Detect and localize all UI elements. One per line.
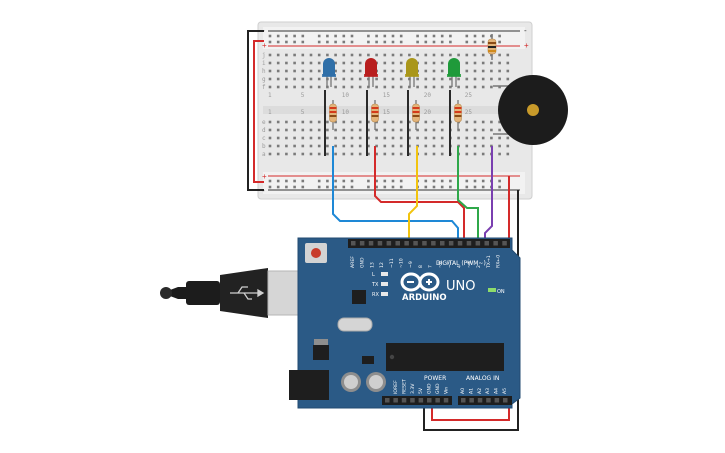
- row-letter: e: [262, 119, 266, 126]
- voltage-regulator: [313, 345, 329, 360]
- pin-label: AREF: [350, 256, 356, 268]
- pin-label: A3: [485, 388, 491, 394]
- row-letter: b: [262, 143, 266, 150]
- resistor: [412, 100, 420, 130]
- pin-label: A5: [502, 388, 508, 394]
- pin-label: IOREF: [393, 380, 399, 394]
- pin-label: ~9: [408, 261, 414, 268]
- row-letter: g: [262, 76, 266, 83]
- pin-label: RX←0: [496, 255, 502, 268]
- column-number: 25: [465, 92, 473, 99]
- on-led: [488, 288, 496, 292]
- rail-plus-label-top: +: [262, 41, 267, 50]
- power-header: [382, 396, 452, 405]
- arduino-uno-board: ARDUINO UNO DIGITAL (PWM~) POWER ANALOG …: [289, 237, 521, 409]
- pin-label: 8: [418, 265, 424, 268]
- pin-label: RESET: [401, 379, 407, 394]
- status-led-label: TX: [371, 282, 379, 288]
- wire-yellow: [408, 146, 418, 243]
- wire-blue: [332, 146, 459, 243]
- breadboard-holes: [268, 34, 510, 189]
- blue-led: [322, 58, 336, 87]
- row-letter: a: [262, 151, 266, 158]
- column-number: 10: [342, 109, 350, 116]
- row-letter: c: [262, 135, 266, 142]
- arduino-logo: [400, 272, 440, 292]
- pin-label: A0: [460, 388, 466, 394]
- pin-label: ~10: [399, 258, 405, 268]
- pin-label: TX→1: [486, 255, 492, 269]
- column-number: 5: [301, 109, 305, 116]
- microcontroller-chip: [386, 343, 504, 371]
- dc-power-jack: [289, 370, 329, 400]
- crystal-oscillator: [337, 317, 373, 332]
- model-label: UNO: [446, 279, 475, 294]
- pin-label: 5V: [418, 387, 424, 394]
- status-led-label: RX: [372, 292, 379, 298]
- resistor-rail: [487, 34, 497, 60]
- on-label: ON: [497, 289, 505, 295]
- pin-label: A2: [477, 388, 483, 394]
- pin-label: ~6: [437, 261, 443, 268]
- pin-label: ~5: [447, 261, 453, 268]
- rail-minus-label-right: -: [524, 26, 527, 35]
- status-led-label: L: [372, 272, 375, 278]
- green-led: [447, 58, 461, 87]
- yellow-led: [405, 58, 419, 87]
- rail-plus-label-right: +: [524, 41, 529, 50]
- wire-red-rail-left: [253, 40, 264, 183]
- column-number: 25: [465, 109, 473, 116]
- pin-label: 4: [457, 265, 463, 268]
- row-letter: h: [262, 68, 266, 75]
- power-label: POWER: [424, 375, 446, 382]
- rail-plus-label-bottom: +: [262, 172, 267, 181]
- pin-label: Vin: [443, 387, 449, 394]
- pin-label: 2: [476, 265, 482, 268]
- row-letter: j: [262, 52, 266, 59]
- column-number: 10: [342, 92, 350, 99]
- column-number: 5: [301, 92, 305, 99]
- row-letter: i: [262, 60, 266, 67]
- column-number: 20: [424, 109, 432, 116]
- column-number: 15: [383, 92, 391, 99]
- pin-label: GND: [427, 383, 433, 394]
- usb-symbol-icon: [230, 286, 265, 300]
- resistor: [454, 100, 462, 130]
- red-led: [364, 58, 378, 87]
- analog-header: [458, 396, 512, 405]
- row-letter: d: [262, 127, 266, 134]
- pin-label: 3.3V: [410, 383, 416, 394]
- wire-black-rail-left: [247, 30, 264, 191]
- column-number: 20: [424, 92, 432, 99]
- piezo-buzzer: [493, 75, 568, 145]
- wire-green: [457, 146, 479, 243]
- resistor: [371, 100, 379, 130]
- components: [322, 58, 462, 156]
- wire-red-signal: [374, 146, 465, 243]
- column-number: 1: [268, 109, 272, 116]
- pin-label: A1: [468, 388, 474, 394]
- analog-label: ANALOG IN: [466, 375, 499, 382]
- digital-header: [348, 239, 510, 248]
- pin-label: ~3: [466, 261, 472, 268]
- pin-label: A4: [494, 388, 500, 394]
- digital-label: DIGITAL (PWM~): [436, 260, 486, 267]
- pin-label: 7: [428, 265, 434, 268]
- pin-label: ~11: [389, 258, 395, 268]
- resistor: [329, 100, 337, 130]
- usb-chip: [352, 290, 366, 304]
- column-number: 15: [383, 109, 391, 116]
- pin-label: GND: [435, 383, 441, 394]
- column-number: 1: [268, 92, 272, 99]
- row-letter: f: [262, 84, 266, 91]
- pin-label: 12: [379, 262, 385, 268]
- pin-label: 13: [369, 262, 375, 268]
- brand-label: ARDUINO: [402, 293, 447, 303]
- pin-label: GND: [360, 257, 366, 268]
- usb-cable: [160, 268, 309, 318]
